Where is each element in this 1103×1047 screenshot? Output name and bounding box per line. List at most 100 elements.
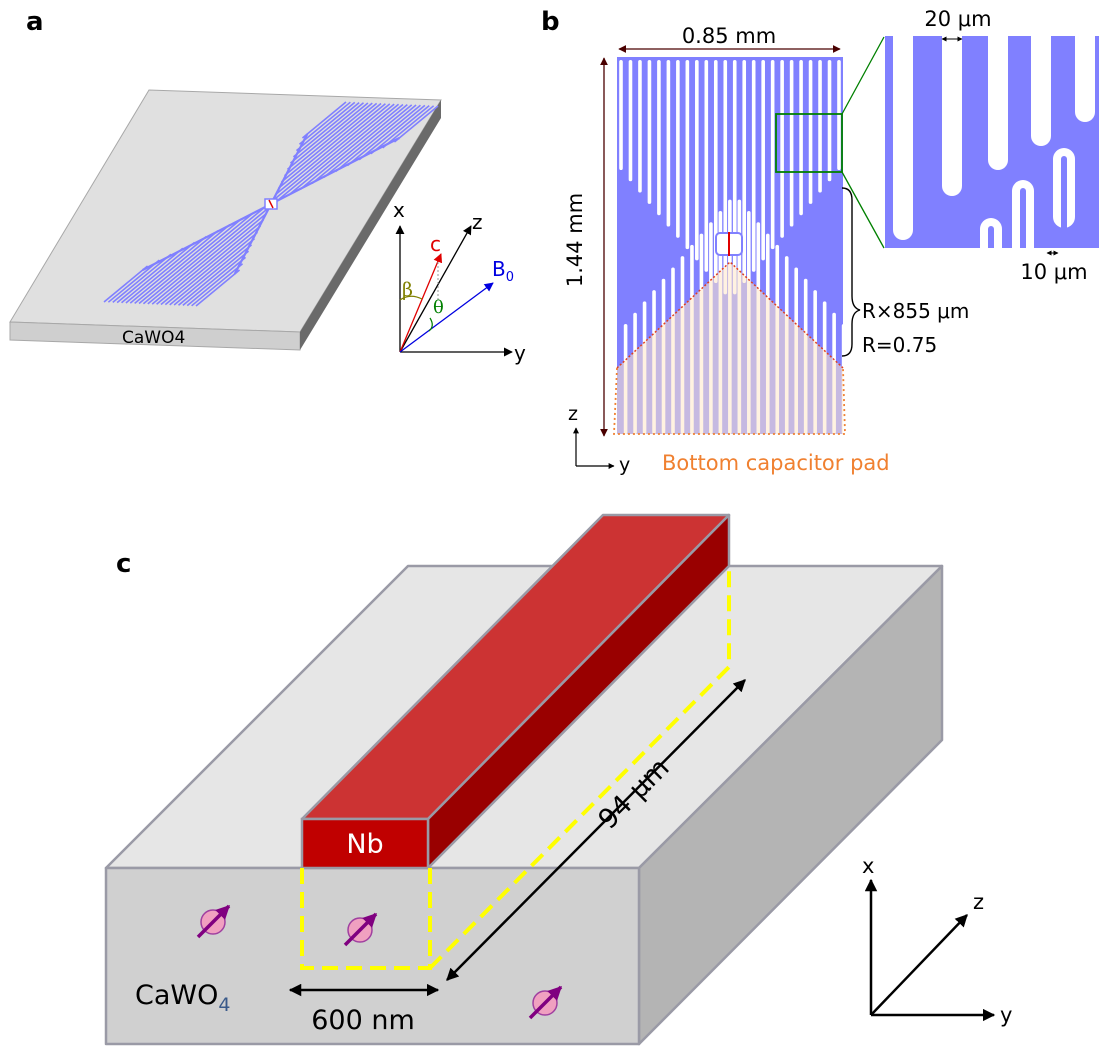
nb-front-face (300, 817, 430, 870)
finger-lower (138, 218, 243, 305)
finger-gap (685, 60, 690, 250)
mode-volume-outline (300, 566, 731, 970)
theta-arc (428, 317, 433, 332)
finger-lower (164, 225, 262, 306)
finger-lower (142, 212, 254, 305)
finger-gap (657, 60, 661, 216)
zoom-finger (988, 226, 994, 248)
substrate-label-a: CaWO4 (122, 328, 185, 348)
finger-gap (628, 60, 633, 182)
finger-gap (704, 60, 709, 272)
zoom-gap (1031, 36, 1051, 146)
finger-upper (280, 102, 378, 183)
finger-upper (295, 101, 356, 152)
finger-lower (177, 244, 253, 306)
zoom-bottom-label: 10 μm (1020, 260, 1087, 284)
finger-gap (732, 60, 737, 295)
zoom-gap (893, 36, 913, 240)
finger-upper (292, 101, 360, 158)
finger-gap (837, 60, 841, 170)
r-length-label: R×855 μm (862, 299, 969, 323)
finger-lower (173, 237, 256, 306)
finger-gap (676, 60, 680, 238)
axis-x-a: x (393, 198, 405, 222)
panel-b: b 0.85 mm 1.44 mm 20 μm 10 μm R×855 μm R… (541, 7, 1099, 476)
beta-label: β (402, 279, 413, 301)
finger-lower (186, 256, 247, 307)
finger-gap (780, 60, 784, 238)
finger-upper (288, 103, 400, 196)
axes-a: x z y c B0 β θ (393, 198, 526, 365)
axis-c-a: c (430, 232, 441, 256)
finger-lower (147, 206, 266, 305)
finger-upper (301, 101, 347, 139)
finger-gap (666, 60, 671, 227)
zoom-gap (1075, 36, 1095, 122)
substrate-label-c: CaWO4 (135, 980, 230, 1016)
axis-z-b: z (568, 403, 578, 425)
finger-lower (151, 206, 271, 305)
finger-gap (713, 60, 718, 284)
finger-upper (323, 104, 413, 179)
zoom-finger (1020, 188, 1026, 248)
zoom-inset (885, 36, 1099, 248)
finger-lower (116, 247, 184, 304)
zoom-finger (1061, 156, 1067, 236)
finger-upper (283, 102, 373, 177)
axis-y-b: y (619, 454, 630, 476)
center-wire (268, 199, 274, 209)
axis-z-c: z (973, 890, 984, 914)
finger-lower (169, 231, 259, 306)
axis-z-a: z (472, 210, 483, 234)
finger-gap (619, 60, 623, 170)
finger-gap (808, 60, 813, 204)
finger-lower (103, 265, 149, 303)
axis-y-a: y (514, 341, 526, 365)
finger-upper (382, 105, 435, 149)
finger-gap (789, 60, 794, 227)
finger-upper (311, 104, 408, 184)
width-label: 0.85 mm (682, 24, 776, 48)
zoom-region-box (775, 113, 843, 173)
finger-upper (370, 105, 430, 155)
axis-y-c: y (1000, 1003, 1012, 1027)
finger-lower (182, 250, 250, 307)
pad-label: Bottom capacitor pad (662, 451, 890, 475)
finger-upper (299, 103, 404, 190)
spin-arrow (343, 912, 378, 947)
finger-upper (277, 102, 382, 189)
finger-upper (298, 101, 351, 145)
finger-lower (160, 219, 265, 306)
finger-gap (695, 60, 699, 261)
finger-gap (638, 60, 642, 193)
finger-upper (286, 102, 369, 171)
finger-lower (195, 269, 241, 307)
axes-b: z y (568, 403, 630, 476)
finger-lower (191, 263, 244, 307)
beta-arc (399, 295, 423, 301)
panel-c: c Nb 94 μm 600 nm CaWO4 x z y (104, 513, 1012, 1046)
spin-arrow (196, 904, 231, 939)
finger-gap (770, 60, 775, 250)
panel-c-label: c (116, 549, 131, 579)
finger-upper (274, 103, 386, 196)
finger-upper (335, 104, 417, 173)
axis-x-c: x (862, 854, 874, 878)
finger-gap (818, 60, 822, 193)
panel-a: a CaWO4 x z y c B0 β θ (9, 7, 526, 365)
substrate-side-face (300, 100, 441, 350)
spin-arrow (528, 985, 563, 1020)
finger-upper (346, 104, 421, 167)
finger-lower (156, 212, 268, 305)
nb-label: Nb (346, 829, 383, 860)
finger-gap (799, 60, 803, 216)
panel-a-label: a (26, 7, 44, 37)
finger-gap (827, 60, 832, 182)
finger-upper (271, 103, 391, 202)
spins (196, 904, 563, 1020)
resonator-perspective (103, 101, 439, 307)
width-label-c: 600 nm (311, 1005, 415, 1036)
finger-upper (393, 105, 439, 143)
finger-lower (125, 235, 207, 304)
